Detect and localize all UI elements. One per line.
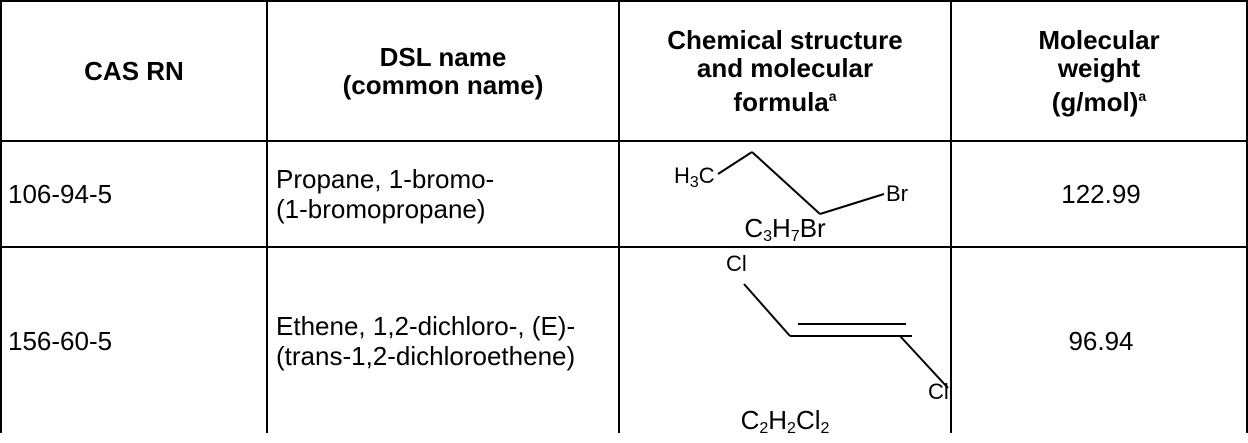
header-divider	[0, 140, 1248, 142]
bromopropane-structure-drawing	[717, 151, 885, 215]
molecular-formula-c2h2cl2: C2H2Cl2	[740, 405, 830, 437]
header-cas-rn: CAS RN	[84, 56, 184, 86]
atom-label-cl-bottom: Cl	[928, 379, 949, 404]
table-row-2-molecular-weight: 96.94	[1068, 325, 1134, 356]
footnote-marker: a	[1138, 88, 1147, 104]
header-chemical-structure: Chemical structure and molecular formula…	[667, 25, 903, 117]
bond-2	[751, 151, 821, 215]
row-divider	[0, 246, 1248, 248]
bond-1	[717, 151, 753, 175]
table-row-2-structure: Cl Cl C2H2Cl2	[620, 248, 950, 438]
molecular-formula-c3h7br: C3H7Br	[744, 213, 826, 245]
bond-3	[819, 193, 885, 215]
column-divider-3	[950, 0, 952, 433]
table-row-1-dsl-name: Propane, 1-bromo- (1-bromopropane)	[276, 164, 495, 224]
table-row-1-molecular-weight: 122.99	[1061, 179, 1141, 209]
table-row-2-dsl-name: Ethene, 1,2-dichloro-, (E)- (trans-1,2-d…	[276, 310, 576, 371]
atom-label-cl-top: Cl	[726, 251, 747, 276]
column-divider-1	[266, 0, 268, 433]
table-row-1-structure: H3C Br C3H7Br	[620, 142, 950, 246]
table-border-right	[1246, 0, 1248, 433]
header-molecular-weight: Molecular weight (g/mol)a	[1038, 25, 1160, 117]
footnote-marker: a	[828, 88, 837, 104]
table-border-top	[0, 0, 1248, 2]
dichloroethene-structure-drawing	[743, 283, 949, 389]
table-row-1-cas: 106-94-5	[8, 179, 113, 209]
bond-cl-c1	[743, 283, 791, 337]
column-divider-2	[618, 0, 620, 433]
bond-c2-cl	[899, 335, 949, 389]
header-dsl-name: DSL name (common name)	[342, 42, 544, 100]
atom-label-h3c: H3C	[674, 163, 715, 192]
atom-label-br: Br	[886, 181, 908, 206]
table-border-left	[0, 0, 2, 433]
table-row-2-cas: 156-60-5	[8, 325, 113, 356]
